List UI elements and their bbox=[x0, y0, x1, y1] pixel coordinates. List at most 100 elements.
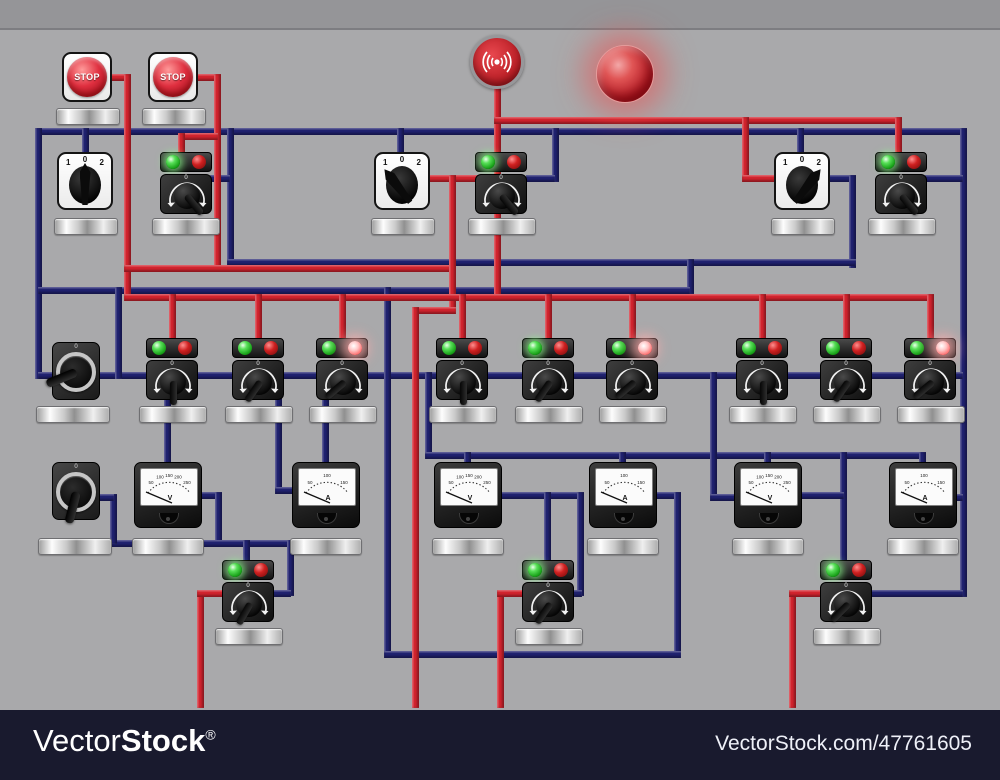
label-plate bbox=[813, 628, 881, 645]
wire-segment-navy bbox=[275, 372, 282, 493]
label-plate bbox=[142, 108, 206, 125]
rotary-knob[interactable] bbox=[533, 369, 562, 404]
red-indicator-light bbox=[468, 341, 482, 355]
wire-segment-navy bbox=[425, 372, 432, 458]
cam-switch[interactable]: 1 0 2 bbox=[374, 152, 430, 210]
wire-segment-red bbox=[789, 590, 796, 708]
knob-zero-label: 0 bbox=[246, 583, 250, 589]
label-plate bbox=[139, 406, 207, 423]
cam-scale-center: 0 bbox=[82, 155, 88, 164]
wire-segment-navy bbox=[425, 452, 926, 459]
wire-segment-navy bbox=[849, 175, 856, 268]
meter-scale-number: 50 bbox=[748, 480, 754, 485]
meter-needle bbox=[900, 491, 928, 504]
wire-segment-red bbox=[412, 307, 419, 708]
green-indicator-light bbox=[826, 341, 840, 355]
red-indicator-light bbox=[178, 341, 192, 355]
cam-knob-pointer[interactable] bbox=[79, 163, 91, 205]
meter-screw bbox=[766, 517, 770, 521]
wire-segment-navy bbox=[826, 175, 855, 182]
label-plate bbox=[887, 538, 959, 555]
lever-zero-label: 0 bbox=[74, 344, 78, 350]
rotary-knob[interactable] bbox=[750, 369, 776, 405]
wire-segment-navy bbox=[38, 372, 963, 379]
knob-body: 0 bbox=[436, 360, 488, 405]
red-indicator-light bbox=[348, 341, 362, 355]
cam-switch[interactable]: 1 0 2 bbox=[774, 152, 830, 210]
rotary-knob[interactable] bbox=[831, 369, 860, 404]
meter-needle bbox=[745, 491, 773, 504]
knob-body: 0 bbox=[475, 174, 527, 217]
wire-segment-navy bbox=[577, 492, 584, 596]
rotary-knob[interactable] bbox=[450, 369, 476, 405]
knob-unit: 0 bbox=[875, 152, 927, 217]
indicator-lights-bar bbox=[820, 338, 872, 358]
red-indicator-light bbox=[192, 155, 206, 169]
wire-segment-navy bbox=[82, 128, 89, 158]
knob-unit: 0 bbox=[736, 338, 788, 405]
rotary-knob[interactable] bbox=[889, 183, 919, 217]
knob-unit: 0 bbox=[820, 560, 872, 624]
siren-sound-icon bbox=[482, 51, 512, 73]
label-plate bbox=[371, 218, 435, 235]
cam-switch[interactable]: 1 0 2 bbox=[57, 152, 113, 210]
wire-segment-red bbox=[169, 294, 176, 342]
meter-screw bbox=[166, 517, 170, 521]
rotary-knob[interactable] bbox=[613, 369, 646, 400]
lever-switch[interactable]: 0 bbox=[52, 462, 100, 525]
knob-zero-label: 0 bbox=[256, 361, 260, 367]
lever-switch[interactable]: 0 bbox=[44, 342, 100, 400]
meter-needle bbox=[445, 491, 473, 504]
rotary-knob[interactable] bbox=[911, 369, 944, 400]
red-indicator-light bbox=[638, 341, 652, 355]
wire-segment-red bbox=[497, 590, 527, 597]
meter-scale-number: 150 bbox=[165, 473, 173, 478]
indicator-lights-bar bbox=[160, 152, 212, 172]
rotary-knob[interactable] bbox=[489, 183, 519, 217]
rotary-knob[interactable] bbox=[323, 369, 356, 400]
label-plate bbox=[729, 406, 797, 423]
wire-segment-red bbox=[449, 175, 456, 314]
wire-segment-navy bbox=[572, 590, 582, 597]
rotary-knob[interactable] bbox=[160, 369, 186, 405]
wire-segment-red bbox=[742, 175, 778, 182]
indicator-lights-bar bbox=[904, 338, 956, 358]
green-indicator-light bbox=[826, 563, 840, 577]
label-plate bbox=[54, 218, 118, 235]
knob-body: 0 bbox=[522, 582, 574, 626]
wire-segment-navy bbox=[275, 487, 295, 494]
knob-body: 0 bbox=[232, 360, 284, 404]
stop-button-cap[interactable]: STOP bbox=[67, 57, 107, 97]
knob-lever bbox=[169, 381, 177, 405]
meter-scale-number: 50 bbox=[448, 480, 454, 485]
rotary-knob[interactable] bbox=[234, 591, 262, 626]
rotary-knob[interactable] bbox=[533, 591, 562, 626]
stop-button-cap[interactable]: STOP bbox=[153, 57, 193, 97]
green-indicator-light bbox=[528, 341, 542, 355]
indicator-lights-bar bbox=[436, 338, 488, 358]
rotary-knob[interactable] bbox=[243, 369, 272, 404]
red-indicator-light bbox=[852, 341, 866, 355]
knob-zero-label: 0 bbox=[899, 175, 903, 181]
stop-button[interactable]: STOP bbox=[62, 52, 112, 102]
meter-scale-number: 100 bbox=[756, 475, 764, 480]
wire-segment-red bbox=[255, 294, 262, 342]
rotary-knob[interactable] bbox=[174, 183, 204, 217]
panel-top-edge bbox=[0, 0, 1000, 30]
wire-segment-navy bbox=[198, 492, 222, 499]
label-plate bbox=[599, 406, 667, 423]
knob-body: 0 bbox=[875, 174, 927, 217]
wire-segment-navy bbox=[710, 372, 717, 500]
wire-segment-navy bbox=[866, 590, 963, 597]
wire-segment-navy bbox=[227, 128, 234, 268]
rotary-knob[interactable] bbox=[828, 591, 860, 624]
indicator-lights-bar bbox=[475, 152, 527, 172]
indicator-lights-bar bbox=[316, 338, 368, 358]
stop-button[interactable]: STOP bbox=[148, 52, 198, 102]
knob-body: 0 bbox=[222, 582, 274, 626]
indicator-lights-bar bbox=[232, 338, 284, 358]
